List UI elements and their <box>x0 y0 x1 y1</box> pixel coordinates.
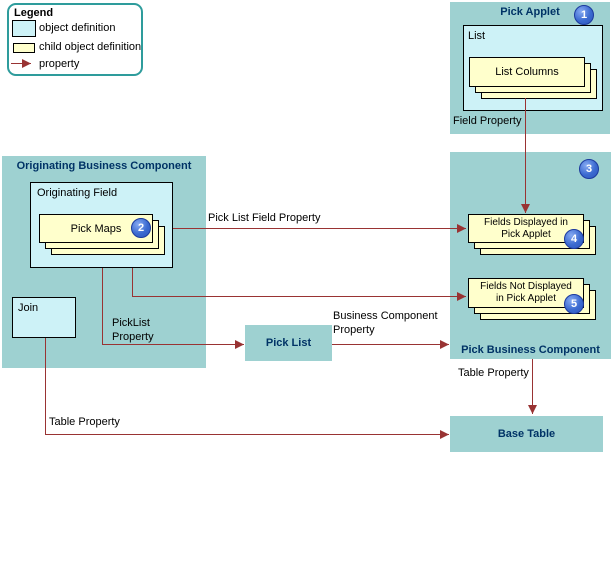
list-columns-stack: List Columns <box>469 57 597 99</box>
pick-maps-stack: Pick Maps 2 <box>39 214 165 255</box>
fields-not-displayed-stack: Fields Not Displayed in Pick Applet 5 <box>468 278 596 320</box>
business-component-property-label: Business Component Property <box>333 310 438 336</box>
child-object-definition-swatch <box>13 43 35 53</box>
field-property-label: Field Property <box>453 115 522 127</box>
originating-field-box: Originating Field Pick Maps 2 <box>30 182 173 268</box>
pick-list-box: Pick List <box>245 325 332 361</box>
table-property-label-right: Table Property <box>458 367 529 379</box>
legend-item-object-definition: object definition <box>39 22 116 34</box>
fields-displayed-stack: Fields Displayed in Pick Applet 4 <box>468 214 596 255</box>
join-box: Join <box>12 297 76 338</box>
picklist-property-label: PickList Property <box>112 317 154 343</box>
badge-2: 2 <box>131 218 151 238</box>
base-table-box: Base Table <box>450 416 603 452</box>
badge-5: 5 <box>564 294 584 314</box>
table-property-label-left: Table Property <box>49 416 120 428</box>
legend-title: Legend <box>14 7 54 19</box>
pick-business-component-title: Pick Business Component <box>461 344 600 356</box>
legend-item-child-object-definition: child object definition <box>39 41 142 53</box>
legend-item-property: property <box>39 58 80 70</box>
object-definition-swatch <box>12 20 36 37</box>
base-table-title: Base Table <box>497 428 556 440</box>
pick-business-component-box: 3 Fields Displayed in Pick Applet 4 Fiel… <box>450 152 611 359</box>
legend: Legend object definition child object de… <box>7 3 143 76</box>
join-label: Join <box>18 302 39 314</box>
list-box: List List Columns <box>463 25 603 111</box>
badge-4: 4 <box>564 229 584 249</box>
originating-field-label: Originating Field <box>37 187 118 199</box>
pick-list-title: Pick List <box>265 337 312 349</box>
badge-3: 3 <box>579 159 599 179</box>
pick-applet-box: Pick Applet 1 List List Columns Field Pr… <box>450 2 610 134</box>
pick-list-field-property-label: Pick List Field Property <box>208 212 321 224</box>
list-label: List <box>468 30 486 42</box>
originating-business-component-box: Originating Business Component Originati… <box>2 156 206 368</box>
list-columns-sheet-front: List Columns <box>469 57 585 87</box>
pick-applet-title: Pick Applet <box>500 6 560 18</box>
badge-1: 1 <box>574 5 594 25</box>
originating-business-component-title: Originating Business Component <box>16 160 192 172</box>
